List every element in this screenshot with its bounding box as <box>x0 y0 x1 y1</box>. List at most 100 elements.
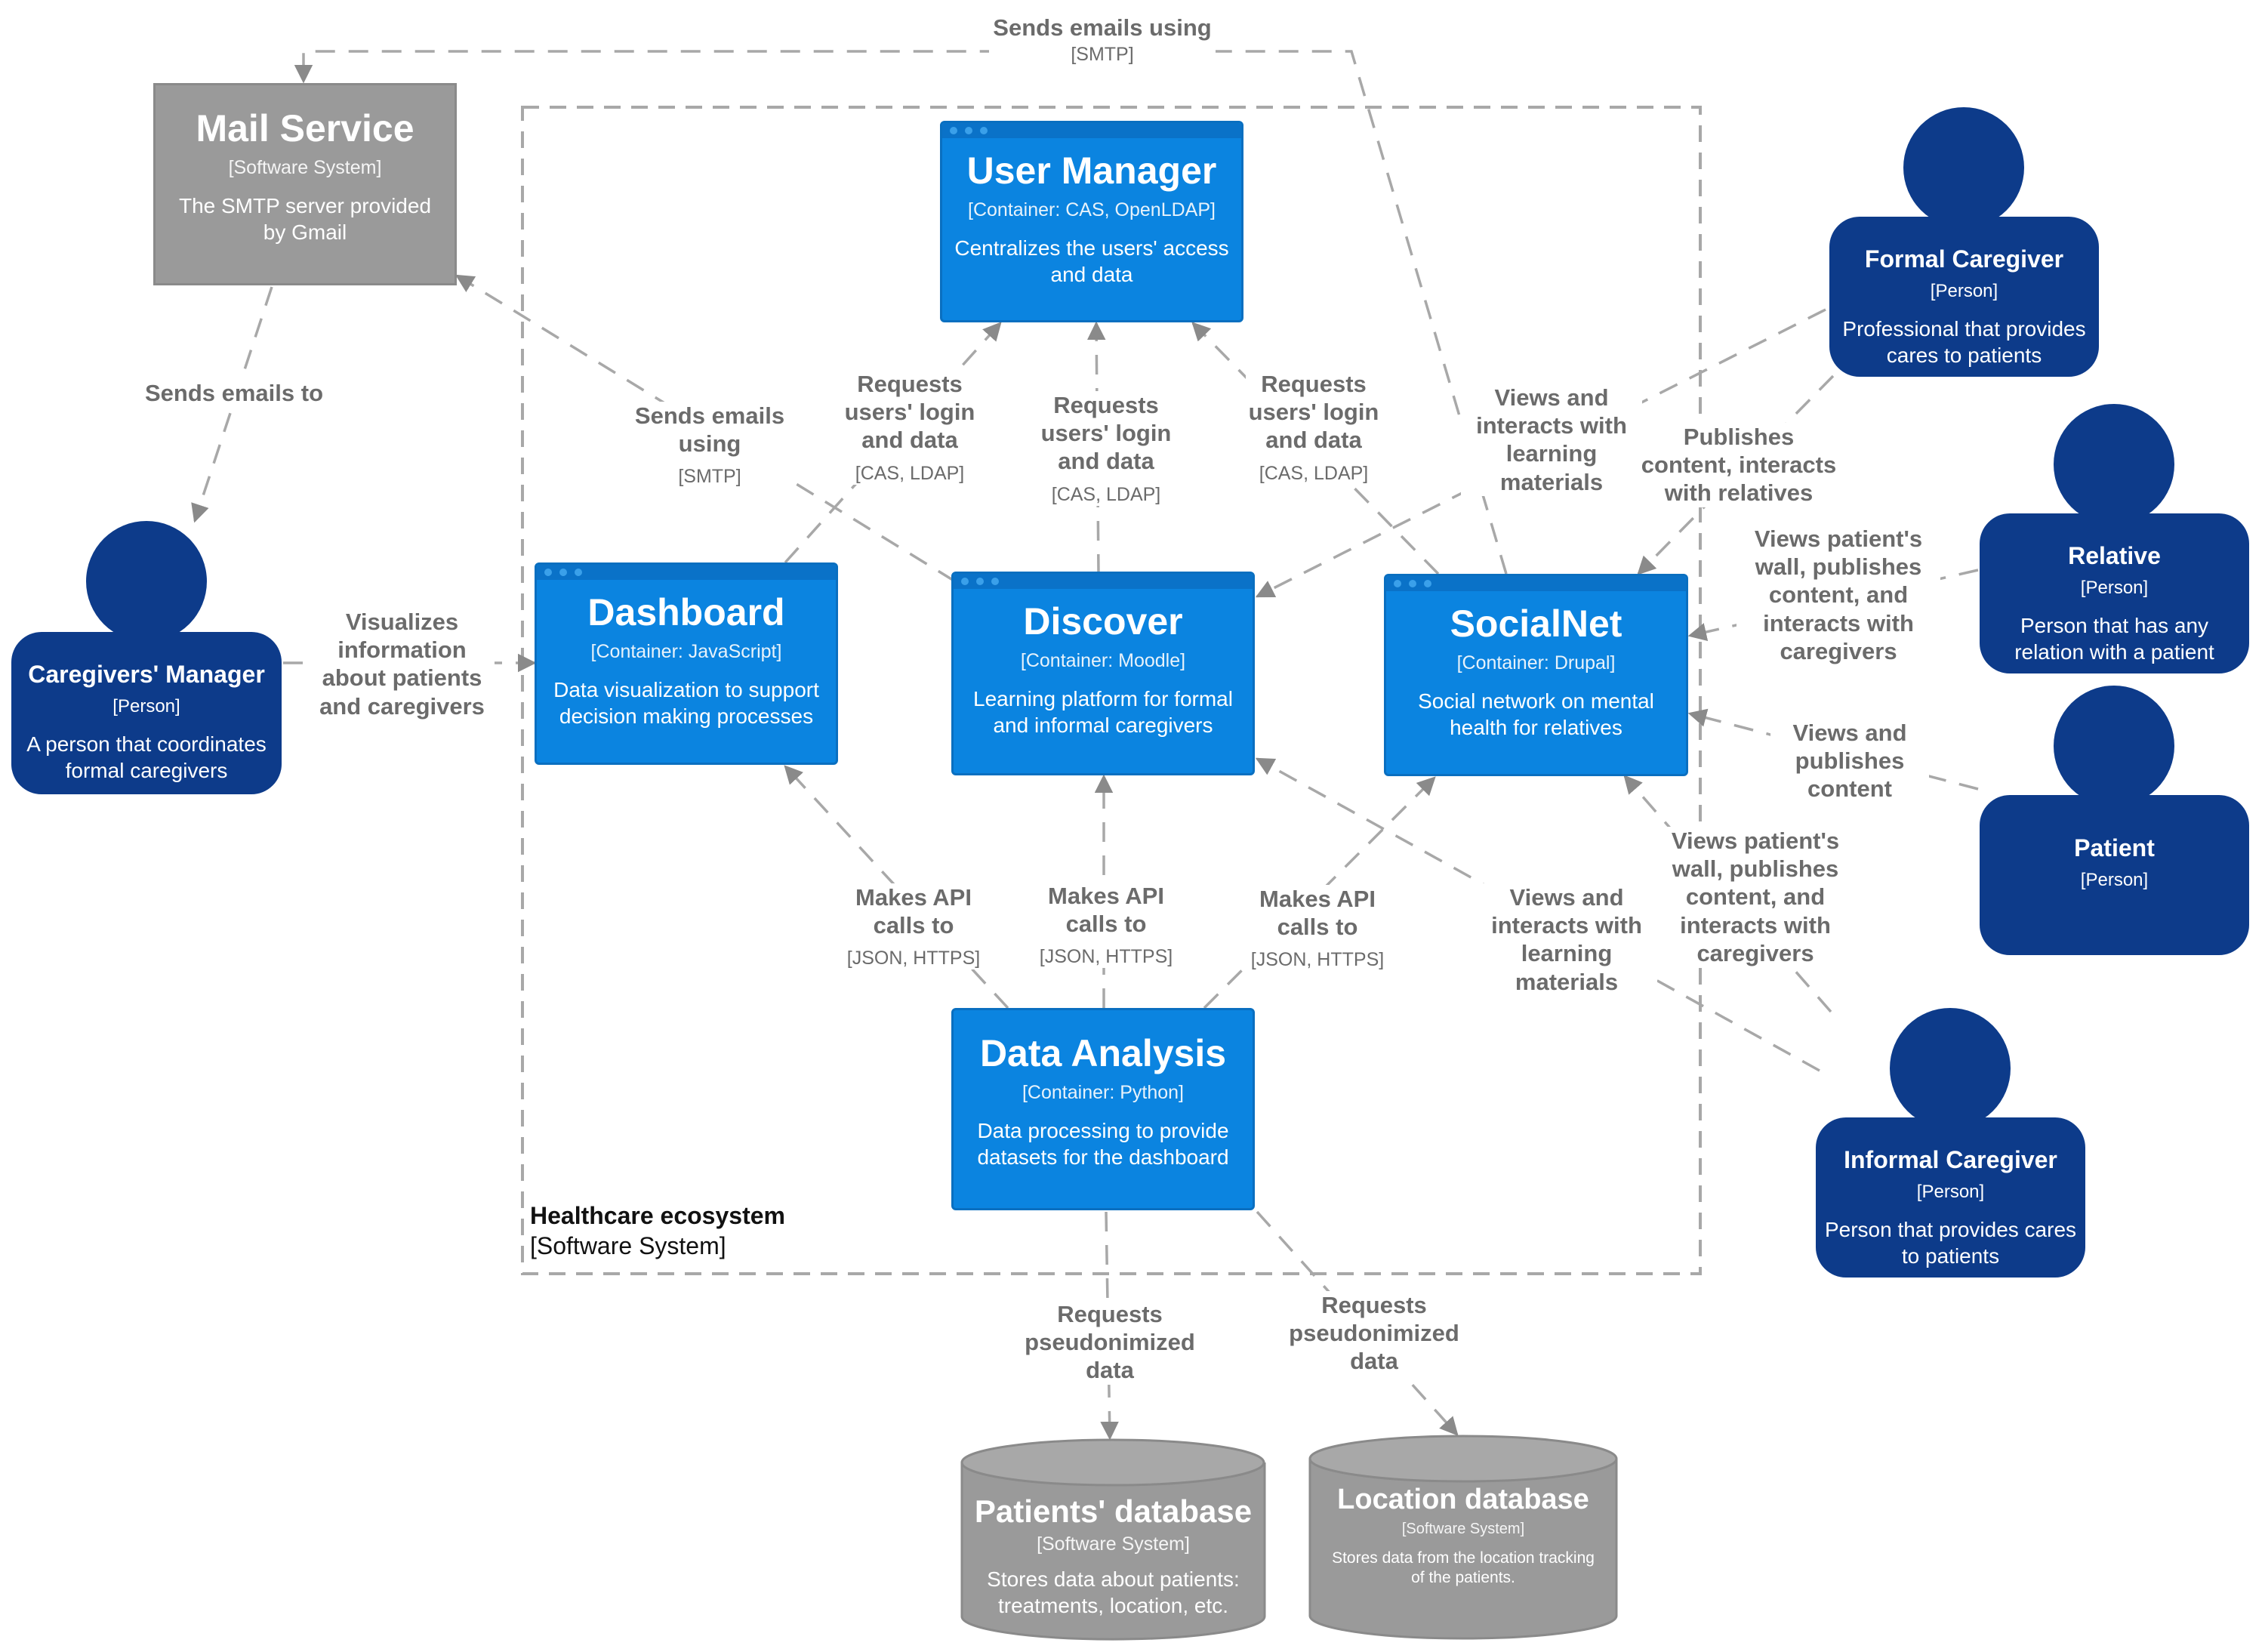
caregivers-manager-name: Caregivers' Manager <box>28 661 265 688</box>
location-database[interactable]: Location database [Software System] Stor… <box>1308 1435 1618 1641</box>
person-head-icon <box>86 521 207 642</box>
patient-type: [Person] <box>2080 870 2149 890</box>
informal-caregiver-name: Informal Caregiver <box>1844 1146 2057 1173</box>
database-cylinder-icon <box>960 1438 1266 1641</box>
user-manager-desc: Centralizes the users' access and data <box>954 236 1229 286</box>
window-bar <box>537 565 836 580</box>
relative-desc: Person that has any relation with a pati… <box>2014 614 2214 664</box>
mail-service-box[interactable]: Mail Service [Software System] The SMTP … <box>153 83 457 285</box>
label-patient-views: Views and publishes content <box>1770 719 1929 803</box>
dashboard-desc: Data visualization to support decision m… <box>553 678 819 728</box>
socialnet-desc: Social network on mental health for rela… <box>1418 689 1654 739</box>
formal-caregiver-desc: Professional that provides cares to pati… <box>1842 317 2086 367</box>
person-body: Caregivers' Manager [Person] A person th… <box>11 632 282 794</box>
formal-caregiver-person[interactable]: Formal Caregiver [Person] Professional t… <box>1829 107 2099 377</box>
informal-caregiver-desc: Person that provides cares to patients <box>1824 1218 2077 1268</box>
patient-person[interactable]: Patient [Person] <box>1980 686 2249 955</box>
mail-service-name: Mail Service <box>196 107 414 149</box>
patients-db-desc: Stores data about patients: treatments, … <box>987 1567 1240 1618</box>
patients-database[interactable]: Patients' database [Software System] Sto… <box>960 1438 1266 1641</box>
label-text: Requests pseudonimized data <box>1025 1301 1195 1384</box>
label-req-dash: Requests users' login and data [CAS, LDA… <box>842 370 978 485</box>
label-text: Requests users' login and data <box>844 371 975 454</box>
label-api-dash: Makes API calls to [JSON, HTTPS] <box>838 883 989 970</box>
label-informal-views: Views and interacts with learning materi… <box>1476 883 1657 996</box>
informal-caregiver-person[interactable]: Informal Caregiver [Person] Person that … <box>1816 1008 2085 1278</box>
relative-type: [Person] <box>2080 578 2149 598</box>
label-tech: [CAS, LDAP] <box>1051 483 1161 505</box>
label-tech: [JSON, HTTPS] <box>846 948 981 969</box>
person-head-icon <box>2054 404 2174 525</box>
discover-type: [Container: Moodle] <box>1020 650 1186 671</box>
window-bar <box>1386 576 1686 591</box>
label-pseudo-patients: Requests pseudonimized data <box>1012 1300 1208 1385</box>
label-visualizes: Visualizes information about patients an… <box>310 608 495 720</box>
label-text: Makes API calls to <box>855 884 972 939</box>
location-db-type: [Software System] <box>1401 1520 1525 1537</box>
person-body: Informal Caregiver [Person] Person that … <box>1816 1117 2085 1278</box>
data-analysis-box[interactable]: Data Analysis [Container: Python] Data p… <box>951 1008 1255 1210</box>
label-informal-wall: Views patient's wall, publishes content,… <box>1653 827 1857 967</box>
edge-dashboard-usermanager <box>784 322 1002 564</box>
label-sends-to: Sends emails to <box>113 379 355 408</box>
edge-mail-manager <box>191 286 273 523</box>
user-manager-type: [Container: CAS, OpenLDAP] <box>968 199 1216 220</box>
data-analysis-desc: Data processing to provide datasets for … <box>977 1119 1229 1169</box>
label-tech: [CAS, LDAP] <box>1259 462 1369 484</box>
socialnet-type: [Container: Drupal] <box>1456 652 1616 673</box>
socialnet-box[interactable]: SocialNet [Container: Drupal] Social net… <box>1384 574 1688 776</box>
label-tech: [SMTP] <box>678 466 741 488</box>
label-text: Makes API calls to <box>1259 886 1376 941</box>
caregivers-manager-desc: A person that coordinates formal caregiv… <box>26 732 267 782</box>
label-relative-views: Views patient's wall, publishes content,… <box>1736 525 1940 665</box>
user-manager-box[interactable]: User Manager [Container: CAS, OpenLDAP] … <box>940 121 1243 322</box>
label-text: Makes API calls to <box>1048 883 1164 938</box>
edge-analysis-socialnet <box>1203 776 1436 1009</box>
patient-name: Patient <box>2074 834 2155 861</box>
boundary-name: Healthcare ecosystem <box>530 1202 785 1229</box>
label-req-disc: Requests users' login and data [CAS, LDA… <box>1038 391 1174 506</box>
person-head-icon <box>2054 686 2174 806</box>
label-text: Sends emails using <box>993 14 1212 41</box>
boundary-type: [Software System] <box>530 1232 726 1259</box>
person-head-icon <box>1890 1008 2011 1129</box>
caregivers-manager-type: [Person] <box>112 696 180 717</box>
label-api-social: Makes API calls to [JSON, HTTPS] <box>1242 885 1393 972</box>
label-text: Requests pseudonimized data <box>1289 1292 1459 1375</box>
edge-informal-socialnet <box>1623 775 1832 1013</box>
dashboard-box[interactable]: Dashboard [Container: JavaScript] Data v… <box>535 562 838 765</box>
informal-caregiver-type: [Person] <box>1916 1182 1985 1202</box>
label-formal-publishes: Publishes content, interacts with relati… <box>1637 423 1841 507</box>
formal-caregiver-name: Formal Caregiver <box>1864 245 2064 273</box>
label-discover-mail: Sends emails using [SMTP] <box>627 402 793 489</box>
mail-service-desc: The SMTP server provided by Gmail <box>178 194 432 244</box>
relative-name: Relative <box>2068 542 2161 569</box>
label-tech: [JSON, HTTPS] <box>1039 946 1173 968</box>
caregivers-manager-person[interactable]: Caregivers' Manager [Person] A person th… <box>11 521 282 794</box>
label-tech: [JSON, HTTPS] <box>1250 949 1385 971</box>
user-manager-name: User Manager <box>966 149 1217 192</box>
person-body: Formal Caregiver [Person] Professional t… <box>1829 217 2099 377</box>
label-text: Publishes content, interacts with relati… <box>1641 424 1837 507</box>
edge-discover-usermanager <box>1086 321 1106 575</box>
relative-person[interactable]: Relative [Person] Person that has any re… <box>1980 404 2249 673</box>
location-db-name: Location database <box>1337 1484 1589 1515</box>
discover-box[interactable]: Discover [Container: Moodle] Learning pl… <box>951 572 1255 775</box>
label-api-disc: Makes API calls to [JSON, HTTPS] <box>1031 882 1182 969</box>
person-body: Patient [Person] <box>1980 795 2249 955</box>
window-bar <box>942 123 1241 138</box>
person-body: Relative [Person] Person that has any re… <box>1980 513 2249 673</box>
label-mail-top: Sends emails using [SMTP] <box>989 14 1216 66</box>
patients-db-name: Patients' database <box>974 1493 1253 1529</box>
mail-service-type: [Software System] <box>228 157 382 178</box>
label-text: Views and interacts with learning materi… <box>1491 884 1642 995</box>
label-tech: [SMTP] <box>1071 44 1134 66</box>
formal-caregiver-type: [Person] <box>1930 281 1998 301</box>
label-req-social: Requests users' login and data [CAS, LDA… <box>1246 370 1382 485</box>
label-text: Requests users' login and data <box>1040 392 1172 475</box>
database-cylinder-icon <box>1308 1435 1618 1640</box>
boundary-label: Healthcare ecosystem [Software System] <box>530 1200 785 1261</box>
system-boundary <box>521 106 1702 1275</box>
patients-db-type: [Software System] <box>1037 1533 1190 1555</box>
label-pseudo-location: Requests pseudonimized data <box>1276 1291 1472 1376</box>
